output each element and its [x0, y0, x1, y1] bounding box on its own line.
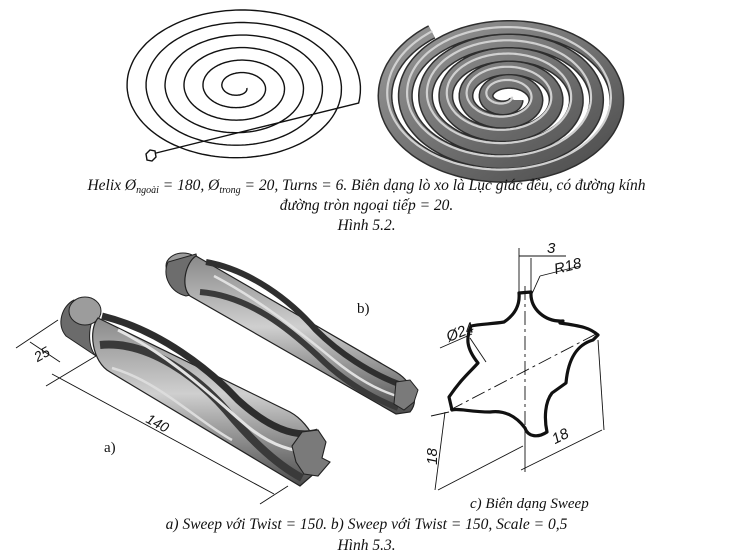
twisted-sweep-solid-a — [60, 296, 331, 487]
helix-spiral-2d — [126, 9, 362, 159]
figure-5-2-title: Hình 5.2. — [337, 217, 396, 234]
figure-5-3-title: Hình 5.3. — [337, 537, 396, 554]
dim-h18: 18 — [423, 448, 441, 465]
sweep-profile-outline — [447, 290, 600, 438]
dim-3: 3 — [547, 240, 556, 257]
caption-mid-1: = 180, Ø — [158, 177, 220, 194]
dimension-lines-a — [15, 319, 289, 505]
caption-inner-subscript: trong — [219, 185, 241, 196]
caption-mid-2: = 20, Turns = 6. Biên dạng lò xo là Lục … — [240, 177, 646, 194]
sweep-profile-drawing — [430, 248, 605, 491]
twisted-sweep-solid-b — [165, 252, 419, 415]
helix-spring-3d — [377, 20, 625, 183]
figure-5-3-caption: a) Sweep với Twist = 150. b) Sweep với T… — [165, 516, 568, 533]
figure-5-2-caption: Helix Øngoài = 180, Øtrong = 20, Turns =… — [0, 177, 733, 196]
caption-outer-subscript: ngoài — [136, 185, 159, 196]
sweep-profile-caption: c) Biên dạng Sweep — [470, 496, 589, 512]
hexagon-profile-icon — [145, 149, 157, 162]
label-a: a) — [104, 440, 116, 456]
figure-5-2-caption-line2: đường tròn ngoại tiếp = 20. — [279, 197, 454, 214]
label-b: b) — [357, 301, 370, 317]
caption-helix-prefix: Helix Ø — [87, 177, 137, 194]
